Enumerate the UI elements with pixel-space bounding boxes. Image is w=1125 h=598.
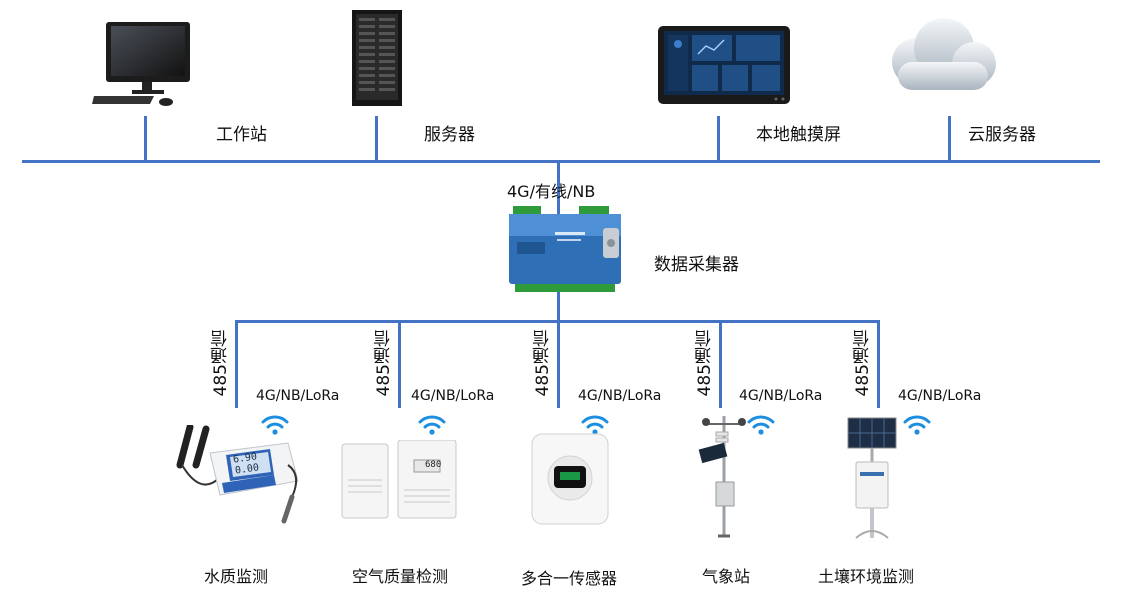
water-quality-label: 水质监测: [204, 567, 269, 586]
workstation-icon: [92, 20, 192, 112]
touchscreen-link: [717, 116, 720, 162]
data-collector-label: 数据采集器: [654, 255, 739, 275]
collector-down-line: [557, 292, 560, 322]
workstation-link: [144, 116, 147, 162]
touchscreen-icon: [658, 26, 790, 104]
wifi-icon: [902, 410, 932, 436]
wireless-label: 4G/NB/LoRa: [578, 388, 662, 404]
touchscreen-label: 本地触摸屏: [756, 125, 841, 145]
drop-weather-station: [719, 320, 722, 408]
wifi-icon: [580, 410, 610, 436]
drop-air-quality: [398, 320, 401, 408]
air-quality-label: 空气质量检测: [352, 567, 449, 586]
data-collector-icon: [505, 206, 625, 296]
air-quality-sensor-icon: [340, 440, 460, 520]
rs485-label: 485通信: [533, 330, 553, 397]
server-icon: [350, 8, 404, 108]
wireless-label: 4G/NB/LoRa: [739, 388, 823, 404]
drop-water-quality: [235, 320, 238, 408]
cloud-icon: [878, 12, 1004, 98]
wireless-label: 4G/NB/LoRa: [898, 388, 982, 404]
drop-multi-sensor: [557, 320, 560, 408]
server-link: [375, 116, 378, 162]
wifi-icon: [417, 410, 447, 436]
uplink-line: [557, 160, 560, 218]
rs485-label: 485通信: [211, 330, 231, 397]
weather-station-label: 气象站: [702, 567, 751, 586]
uplink-label: 4G/有线/NB: [507, 182, 596, 201]
cloud-link: [948, 116, 951, 162]
server-label: 服务器: [424, 125, 475, 145]
soil-monitor-icon: [842, 416, 902, 544]
rs485-label: 485通信: [853, 330, 873, 397]
wifi-icon: [746, 410, 776, 436]
air-reading: 680: [425, 460, 442, 470]
wireless-label: 4G/NB/LoRa: [256, 388, 340, 404]
water-quality-meter-icon: [170, 425, 315, 525]
wireless-label: 4G/NB/LoRa: [411, 388, 495, 404]
drop-soil-monitor: [877, 320, 880, 408]
workstation-label: 工作站: [216, 125, 267, 145]
multi-sensor-label: 多合一传感器: [521, 569, 618, 588]
soil-monitor-label: 土壤环境监测: [818, 567, 915, 586]
rs485-label: 485通信: [374, 330, 394, 397]
wifi-icon: [260, 410, 290, 436]
rs485-label: 485通信: [695, 330, 715, 397]
cloud-server-label: 云服务器: [968, 125, 1036, 145]
multi-sensor-icon: [530, 432, 610, 526]
network-bus: [22, 160, 1100, 163]
weather-station-icon: [694, 410, 750, 540]
